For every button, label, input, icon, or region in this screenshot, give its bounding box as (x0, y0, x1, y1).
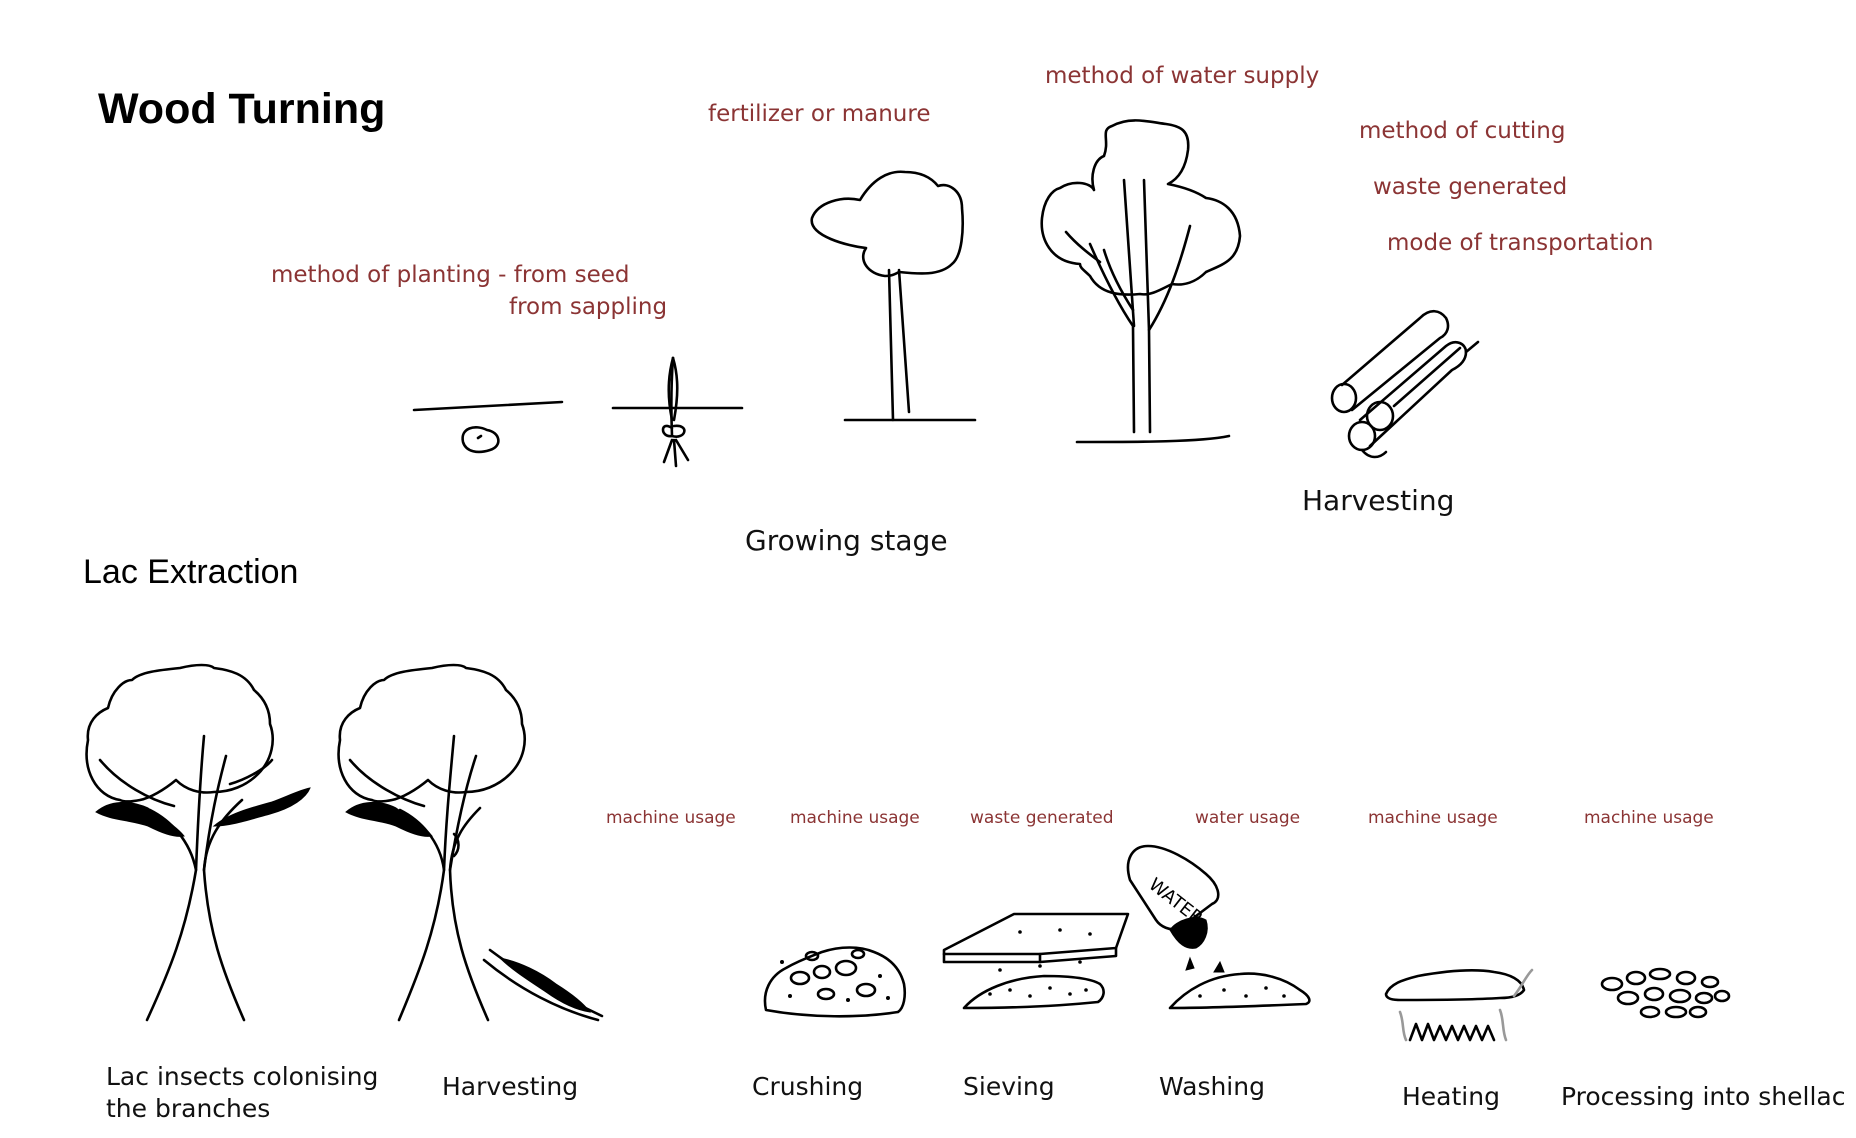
lac-note-5: machine usage (1368, 808, 1498, 828)
note-planting-sapling: from sappling (509, 294, 668, 320)
note-cutting: method of cutting (1359, 118, 1566, 144)
note-transport: mode of transportation (1387, 230, 1654, 256)
note-fertilizer: fertilizer or manure (708, 101, 931, 127)
note-planting-seed: method of planting - from seed (271, 262, 630, 288)
lac-tree-colonising-sketch (85, 663, 311, 1022)
lac-extraction-title: Lac Extraction (83, 553, 299, 591)
mature-tree-sketch (1040, 119, 1242, 444)
label-sieving: Sieving (963, 1072, 1055, 1101)
lac-note-3: waste generated (970, 808, 1114, 828)
label-growing-stage: Growing stage (745, 524, 948, 557)
lac-tree-harvesting-sketch (337, 663, 604, 1022)
lac-note-4: water usage (1195, 808, 1301, 828)
label-wood-harvesting: Harvesting (1302, 484, 1455, 517)
lac-note-6: machine usage (1584, 808, 1714, 828)
lac-note-2: machine usage (790, 808, 920, 828)
shellac-flakes-sketch (1600, 967, 1731, 1019)
lac-note-1: machine usage (606, 808, 736, 828)
label-lac-colonising-2: the branches (106, 1094, 271, 1123)
note-waste: waste generated (1373, 174, 1568, 200)
label-washing: Washing (1159, 1072, 1265, 1101)
label-heating: Heating (1402, 1082, 1500, 1111)
washing-bucket-sketch: WATER (1126, 844, 1311, 1010)
crushing-heap-sketch (763, 946, 907, 1018)
seed-sketch (412, 400, 564, 454)
heating-sketch (1384, 968, 1534, 1042)
label-processing-shellac: Processing into shellac (1561, 1082, 1846, 1111)
wood-turning-title: Wood Turning (98, 85, 386, 133)
sieving-tray-sketch (942, 912, 1130, 1010)
label-lac-harvesting: Harvesting (442, 1072, 579, 1101)
label-lac-colonising-1: Lac insects colonising (106, 1062, 379, 1091)
young-tree-sketch (810, 170, 977, 422)
label-crushing: Crushing (752, 1072, 864, 1101)
log-bundle-sketch (1330, 309, 1480, 459)
sapling-sketch (611, 356, 744, 468)
note-water-supply: method of water supply (1045, 63, 1320, 89)
